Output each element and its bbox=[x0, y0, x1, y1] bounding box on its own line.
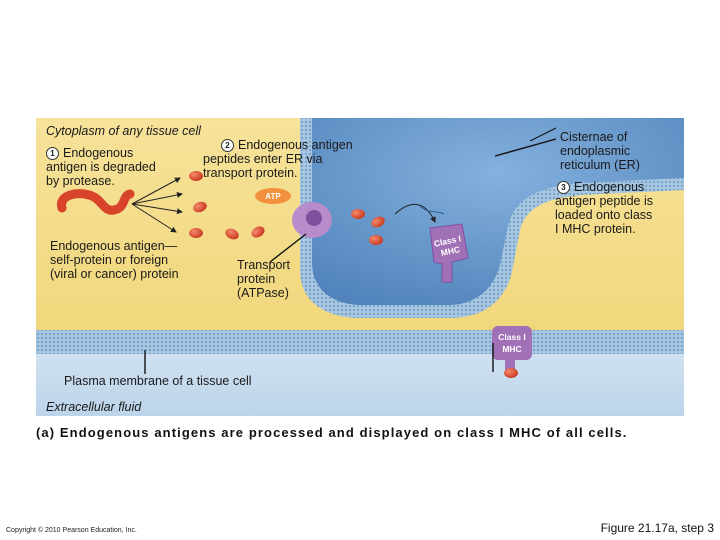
er-line-2: endoplasmic bbox=[560, 144, 631, 158]
step-2-label: 2 Endogenous antigen peptides enter ER vi… bbox=[203, 138, 353, 180]
er-line-1: Cisternae of bbox=[560, 130, 628, 144]
extracellular-region bbox=[36, 354, 684, 416]
figure-caption: (a) Endogenous antigens are processed an… bbox=[36, 425, 628, 440]
step-1-line-2: antigen is degraded bbox=[46, 160, 156, 174]
peptide-fragments bbox=[189, 171, 265, 240]
copyright-notice: Copyright © 2010 Pearson Education, Inc. bbox=[6, 527, 137, 534]
transport-protein-label: Transport protein (ATPase) bbox=[237, 258, 290, 300]
plasma-membrane bbox=[36, 330, 684, 354]
step-1-line-3: by protease. bbox=[46, 174, 115, 188]
er-fold bbox=[419, 205, 445, 215]
transport-protein bbox=[292, 202, 332, 238]
mhc-membrane-label-1: Class I bbox=[498, 332, 525, 342]
step-3-line-2: antigen peptide is bbox=[555, 194, 653, 208]
mhc-er-label-2: MHC bbox=[440, 244, 461, 258]
step-2-number: 2 bbox=[221, 139, 234, 152]
leader-lines bbox=[144, 138, 557, 374]
endogenous-antigen-protein bbox=[57, 189, 135, 215]
atp-molecule bbox=[255, 188, 291, 204]
er-lumen bbox=[312, 118, 684, 305]
step-2-line-1: Endogenous antigen bbox=[238, 138, 353, 152]
transport-protein-line-1: Transport bbox=[237, 258, 291, 272]
step-3-line-4: I MHC protein. bbox=[555, 222, 636, 236]
degradation-arrows bbox=[131, 177, 183, 233]
step-1-number: 1 bbox=[46, 147, 59, 160]
class-i-mhc-membrane bbox=[492, 326, 532, 378]
transport-protein-line-2: protein bbox=[237, 272, 276, 286]
mhc-membrane-label-2: MHC bbox=[502, 344, 521, 354]
antigen-source-line-2: self-protein or foreign bbox=[50, 253, 169, 267]
antigen-source-label: Endogenous antigen— self-protein or fore… bbox=[50, 239, 179, 281]
loading-arrow bbox=[394, 204, 436, 223]
step-2-line-3: transport protein. bbox=[203, 166, 298, 180]
step-3-number: 3 bbox=[557, 181, 570, 194]
step-3-line-3: loaded onto class bbox=[555, 208, 653, 222]
cytoplasm-label: Cytoplasm of any tissue cell bbox=[46, 124, 201, 138]
er-line-3: reticulum (ER) bbox=[560, 158, 640, 172]
plasma-membrane-label: Plasma membrane of a tissue cell bbox=[64, 374, 252, 388]
atp-label: ATP bbox=[265, 192, 281, 201]
figure-reference: Figure 21.17a, step 3 bbox=[600, 521, 714, 535]
step-3-line-1: Endogenous bbox=[574, 180, 645, 194]
extracellular-label: Extracellular fluid bbox=[46, 400, 142, 414]
step-1-line-1: Endogenous bbox=[63, 146, 134, 160]
step-1-label: 1 Endogenous antigen is degraded by prote… bbox=[46, 146, 156, 188]
antigen-source-line-1: Endogenous antigen— bbox=[50, 239, 178, 253]
step-3-label: 3 Endogenous antigen peptide is loaded on… bbox=[555, 180, 653, 236]
er-leader bbox=[529, 127, 557, 142]
class-i-mhc-er bbox=[429, 223, 469, 283]
step-2-line-2: peptides enter ER via bbox=[203, 152, 323, 166]
er-label: Cisternae of endoplasmic reticulum (ER) bbox=[560, 130, 640, 172]
transport-protein-line-3: (ATPase) bbox=[237, 286, 289, 300]
antigen-source-line-3: (viral or cancer) protein bbox=[50, 267, 179, 281]
